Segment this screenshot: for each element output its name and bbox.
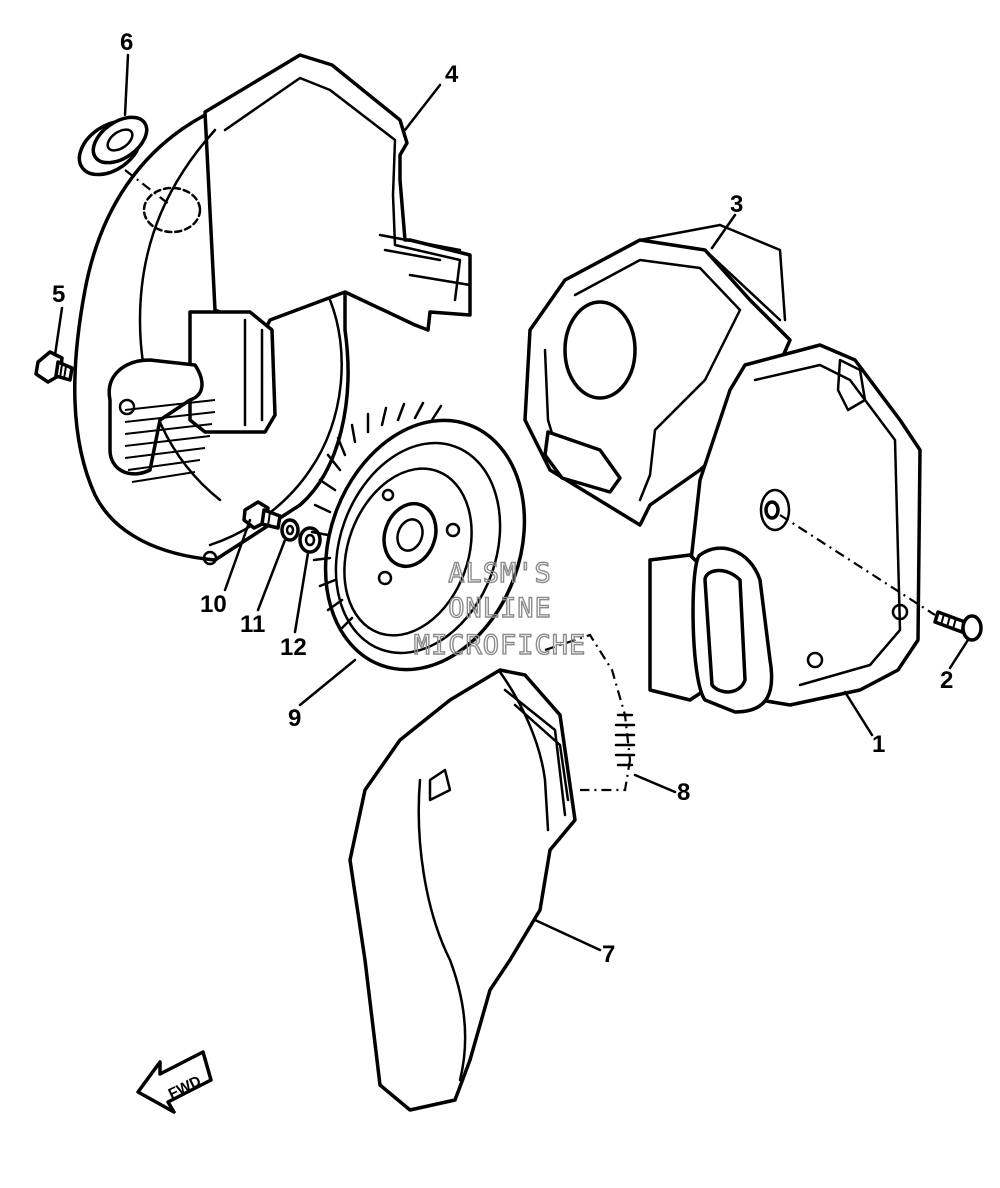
watermark-line-3: MICROFICHE — [414, 630, 587, 661]
callout-9: 9 — [288, 705, 301, 732]
intake-elbow — [348, 668, 577, 1112]
watermark: ALSM'S ONLINE MICROFICHE — [413, 557, 587, 661]
spring-washer-11 — [280, 518, 300, 542]
callout-12: 12 — [280, 634, 307, 661]
callout-3: 3 — [730, 191, 743, 218]
callout-6: 6 — [120, 29, 133, 56]
callout-labels: 1 2 3 4 5 6 7 8 9 10 11 12 — [52, 29, 953, 968]
spring-band — [544, 633, 636, 792]
callout-5: 5 — [52, 281, 65, 308]
intake-duct — [523, 223, 792, 527]
leader-lines — [53, 53, 970, 952]
forward-arrow-icon: FWD — [136, 1050, 213, 1114]
callout-8: 8 — [677, 779, 690, 806]
watermark-line-1: ALSM'S — [448, 558, 552, 589]
callout-2: 2 — [940, 667, 953, 694]
bolt-5 — [34, 350, 74, 384]
callout-10: 10 — [200, 591, 227, 618]
air-case — [648, 343, 922, 714]
grommet — [77, 115, 171, 206]
callout-1: 1 — [872, 731, 885, 758]
screw-2 — [779, 514, 983, 642]
watermark-line-2: ONLINE — [448, 593, 552, 624]
plain-washer-12 — [298, 526, 322, 554]
callout-7: 7 — [602, 941, 615, 968]
cooling-fan — [310, 401, 527, 672]
cooling-fins — [124, 399, 216, 483]
callout-4: 4 — [445, 61, 459, 88]
fan-blades — [310, 401, 443, 632]
callout-11: 11 — [240, 611, 265, 638]
air-shroud — [73, 53, 472, 566]
